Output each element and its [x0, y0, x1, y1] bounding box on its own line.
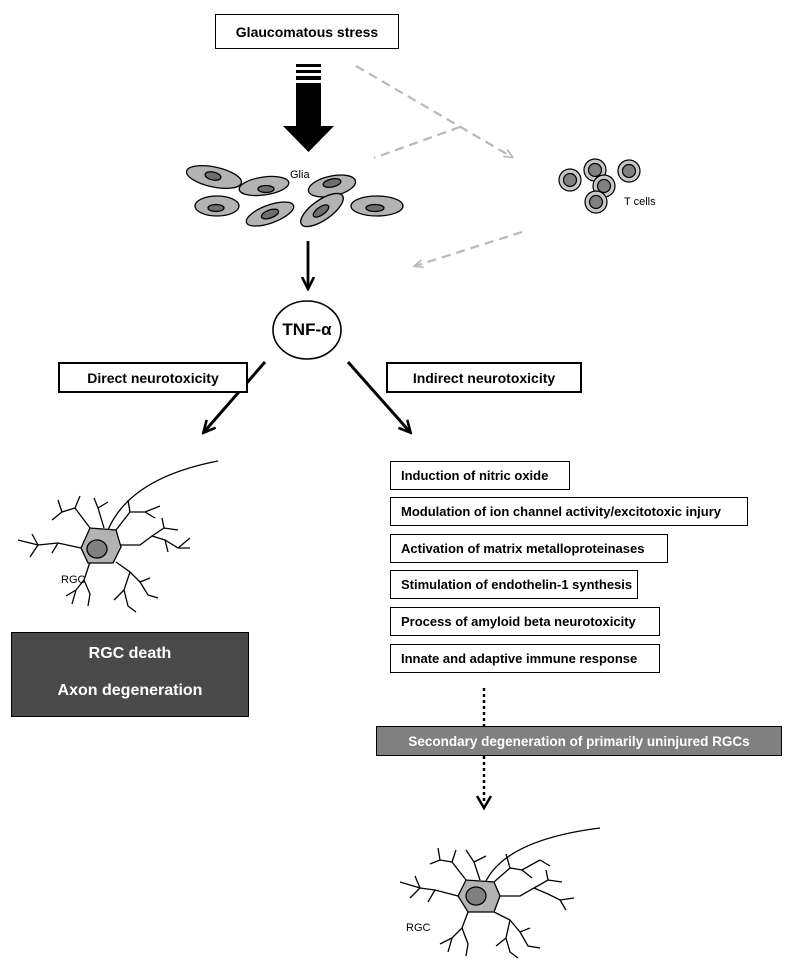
indirect-neurotoxicity-box: Indirect neurotoxicity [386, 362, 582, 393]
mechanism-label: Innate and adaptive immune response [401, 651, 638, 666]
direct-arrow [204, 361, 267, 432]
mechanism-item: Modulation of ion channel activity/excit… [390, 497, 748, 526]
t-cell [617, 159, 641, 183]
mechanism-label: Modulation of ion channel activity/excit… [401, 504, 721, 519]
glia-cell [238, 175, 290, 197]
t-cell [558, 168, 582, 192]
stress-to-glia-arrow [283, 64, 334, 152]
mechanism-item: Innate and adaptive immune response [390, 644, 660, 673]
glia-cells [185, 164, 404, 228]
glia-cell [194, 195, 240, 217]
glia-cell [245, 201, 295, 227]
direct-neurotoxicity-label: Direct neurotoxicity [87, 369, 219, 386]
rgc-death-box: RGC death Axon degeneration [11, 632, 249, 717]
glia-cell [307, 174, 357, 198]
rgc-neuron-bottom [399, 827, 601, 959]
glaucomatous-stress-label: Glaucomatous stress [235, 23, 379, 40]
indirect-arrow [346, 361, 410, 432]
glaucomatous-stress-box: Glaucomatous stress [215, 14, 399, 49]
mechanism-item: Induction of nitric oxide [390, 461, 570, 490]
mechanism-label: Activation of matrix metalloproteinases [401, 541, 645, 556]
secondary-degeneration-label: Secondary degeneration of primarily unin… [408, 733, 750, 749]
rgc-death-label: RGC death [88, 645, 172, 662]
mechanism-item: Stimulation of endothelin-1 synthesis [390, 570, 638, 599]
indirect-neurotoxicity-label: Indirect neurotoxicity [412, 369, 556, 386]
tnf-ellipse [272, 300, 342, 360]
dotted-arrow-head [475, 795, 493, 811]
t-cells [558, 158, 641, 214]
rgc-bottom-label: RGC [406, 922, 431, 934]
rgc-neuron-left [17, 460, 219, 613]
mechanism-label: Induction of nitric oxide [401, 468, 549, 483]
mechanism-item: Activation of matrix metalloproteinases [390, 534, 668, 563]
glia-cell [350, 195, 404, 217]
direct-neurotoxicity-box: Direct neurotoxicity [58, 362, 248, 393]
glia-cell [185, 164, 243, 190]
tnf-alpha-label: TNF-α [282, 320, 332, 339]
mechanism-item: Process of amyloid beta neurotoxicity [390, 607, 660, 636]
secondary-degeneration-box: Secondary degeneration of primarily unin… [376, 726, 782, 756]
glia-label: Glia [290, 169, 310, 181]
t-cell [584, 190, 608, 214]
t-cells-label: T cells [624, 196, 656, 208]
mechanism-label: Stimulation of endothelin-1 synthesis [401, 577, 633, 592]
rgc-left-label: RGC [61, 574, 86, 586]
axon-degeneration-label: Axon degeneration [57, 682, 203, 699]
glia-cell [300, 192, 344, 228]
tcell-pathway-arrows [355, 65, 523, 266]
mechanism-label: Process of amyloid beta neurotoxicity [401, 614, 636, 629]
